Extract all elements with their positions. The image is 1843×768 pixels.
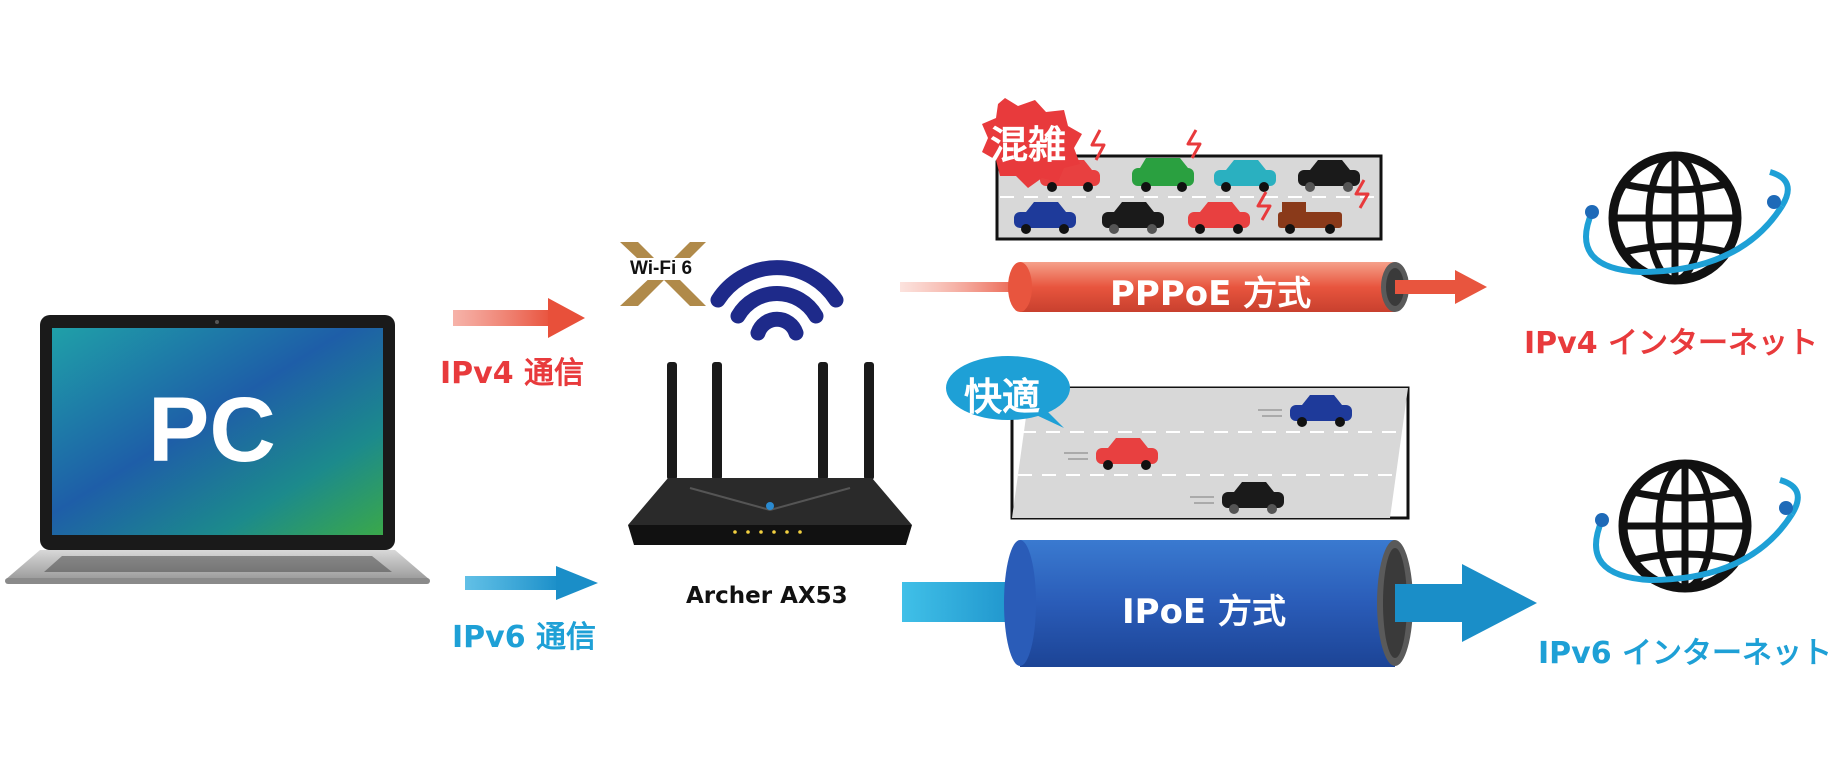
- ipv6-input-arrow: [465, 566, 598, 600]
- car-icon: [1102, 202, 1164, 234]
- ipoe-pipe: [902, 540, 1537, 667]
- pppoe-pipe: [900, 262, 1487, 312]
- ipv4-globe-icon: [1583, 151, 1791, 285]
- ipv4-destination-label: IPv4 インターネット: [1524, 326, 1819, 361]
- ipoe-method-label: IPoE 方式: [1122, 592, 1286, 632]
- router-icon: [628, 362, 912, 545]
- comfort-badge: [946, 356, 1070, 428]
- smooth-road: [1010, 386, 1410, 520]
- car-icon: [1096, 438, 1158, 470]
- car-icon: [1132, 158, 1194, 192]
- car-icon: [1298, 160, 1360, 192]
- wifi6-badge-text: Wi-Fi 6: [626, 258, 697, 280]
- car-icon: [1290, 395, 1352, 427]
- pc-label: PC: [148, 379, 276, 481]
- ipv4-input-arrow: [453, 298, 585, 338]
- car-icon: [1188, 202, 1250, 234]
- router-name: Archer AX53: [686, 583, 848, 609]
- comfort-status: 快適: [964, 375, 1041, 419]
- congestion-badge: [982, 98, 1082, 188]
- car-icon: [1214, 160, 1276, 192]
- ipv6-destination-label: IPv6 インターネット: [1538, 636, 1833, 671]
- laptop-icon: [5, 315, 430, 584]
- wifi-signal-icon: [710, 260, 844, 341]
- ipv4-flow-label: IPv4 通信: [440, 356, 585, 391]
- lightning-icon: [1090, 129, 1370, 221]
- pppoe-method-label: PPPoE 方式: [1110, 274, 1312, 314]
- ipv6-globe-icon: [1593, 459, 1801, 593]
- congestion-status: 混雑: [990, 123, 1067, 167]
- car-icon: [1014, 202, 1076, 234]
- ipv6-flow-label: IPv6 通信: [452, 620, 597, 655]
- car-icon: [1278, 202, 1342, 234]
- car-icon: [1222, 482, 1284, 514]
